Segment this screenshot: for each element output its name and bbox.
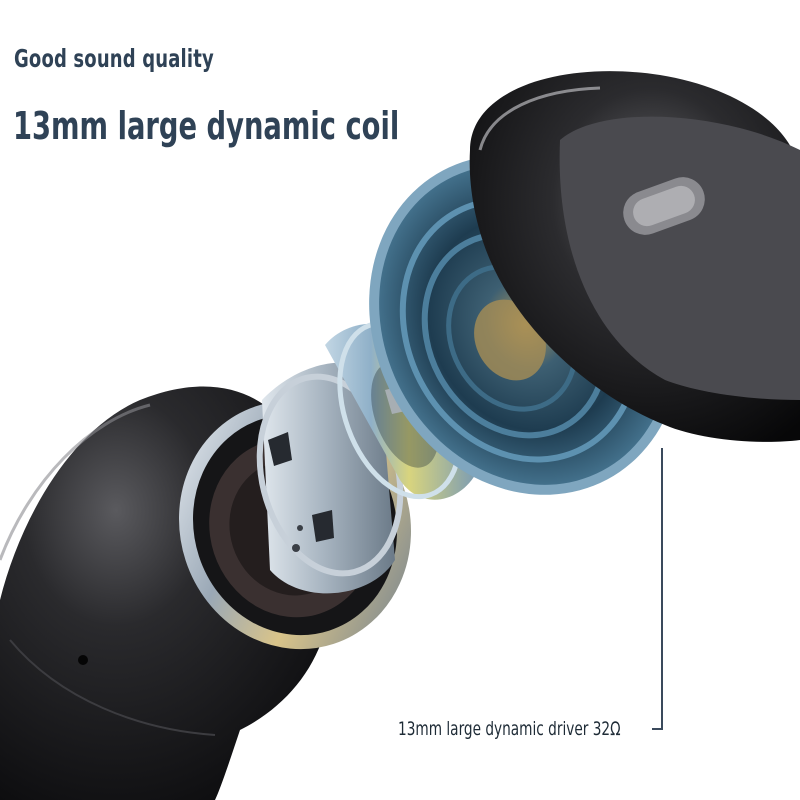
tagline: Good sound quality bbox=[14, 44, 214, 73]
driver-caption: 13mm large dynamic driver 32Ω bbox=[398, 718, 621, 740]
caption-leader-horizontal bbox=[652, 728, 663, 730]
caption-leader-vertical bbox=[661, 448, 663, 730]
microphone-hole bbox=[78, 655, 88, 665]
earbud-cap bbox=[469, 71, 800, 442]
headline: 13mm large dynamic coil bbox=[13, 104, 400, 148]
